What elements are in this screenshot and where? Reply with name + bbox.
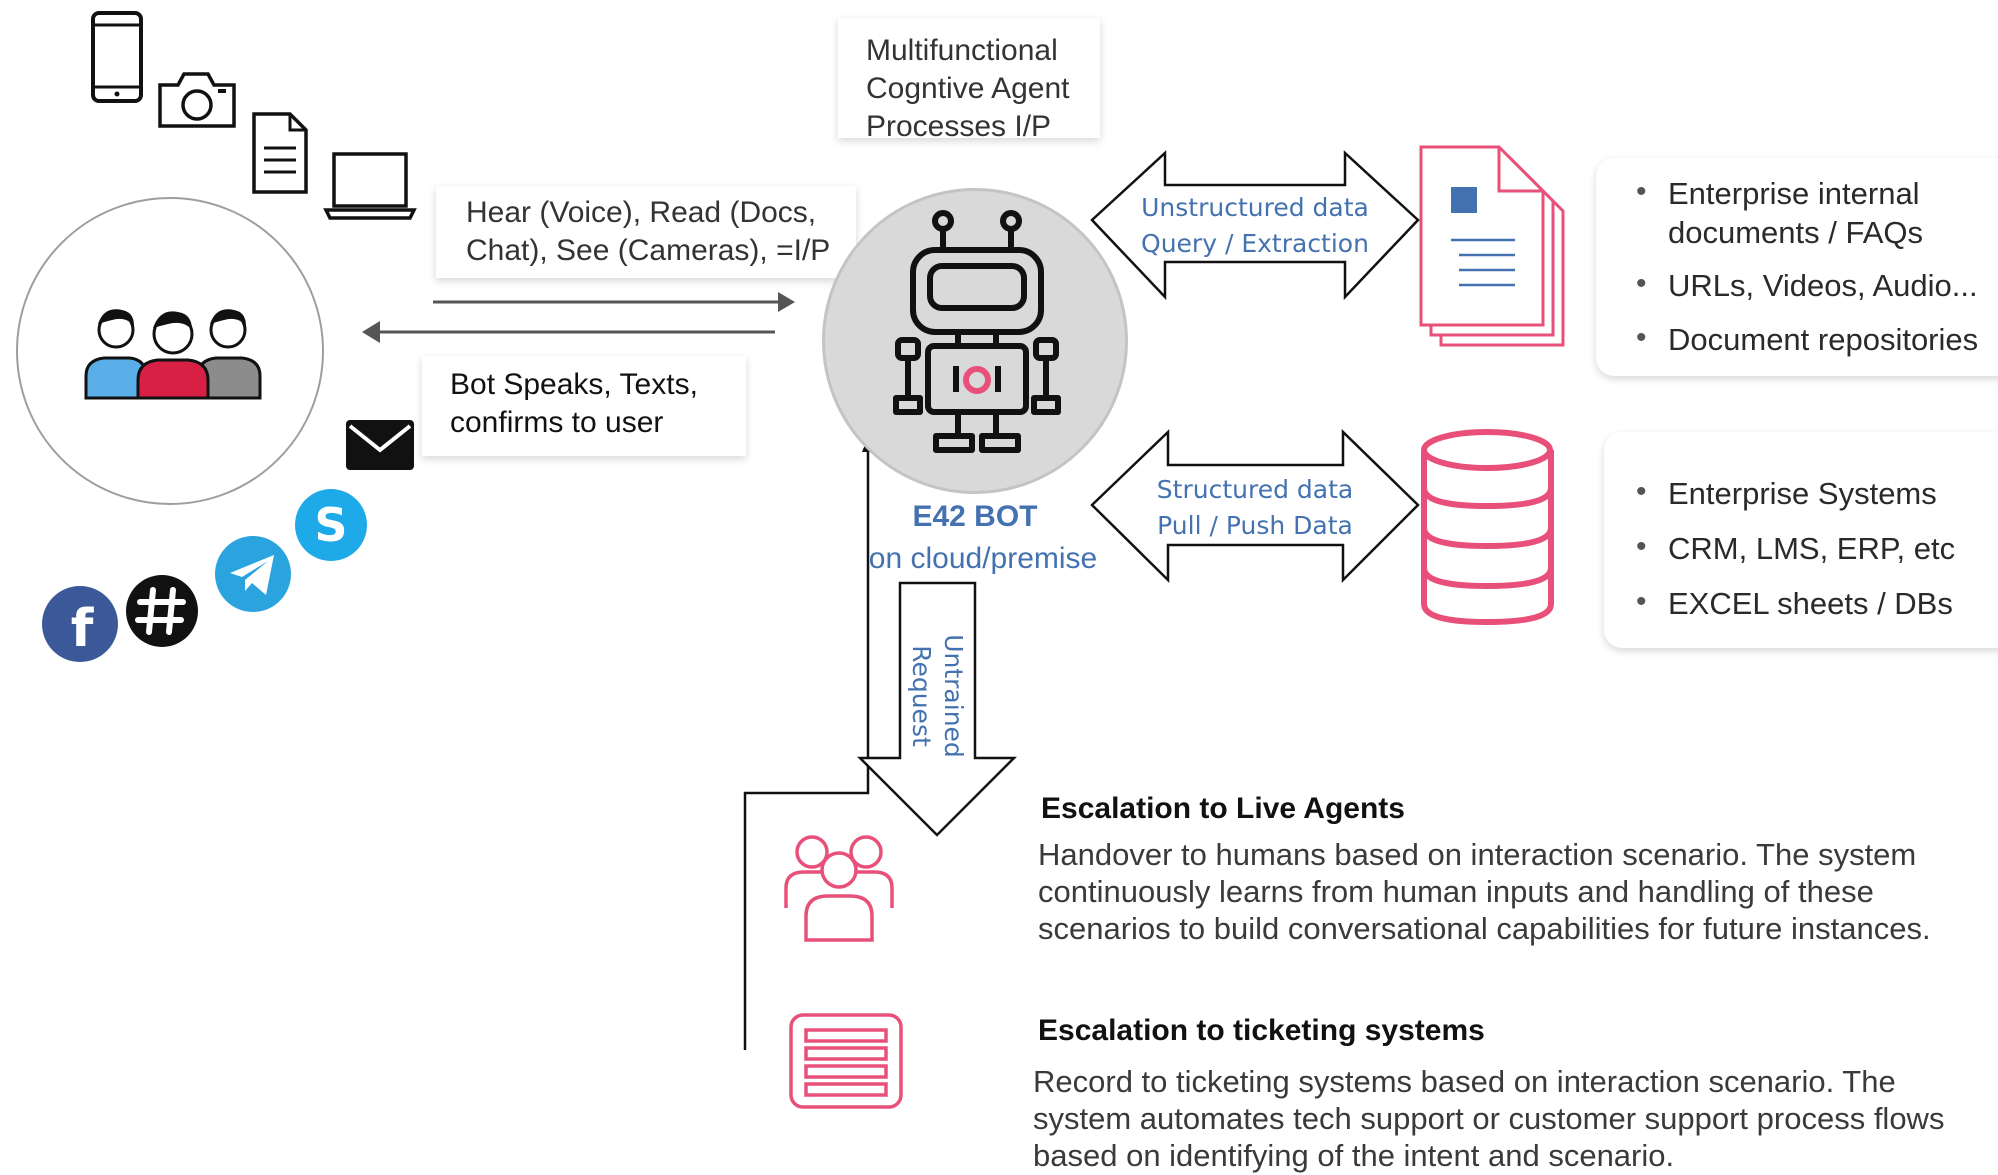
escalation-ticket-title: Escalation to ticketing systems [1038, 1014, 1485, 1047]
output-line-1: Bot Speaks, Texts, [450, 368, 698, 401]
systems-list: Enterprise Systems CRM, LMS, ERP, etc EX… [1636, 472, 1955, 638]
systems-item: CRM, LMS, ERP, etc [1636, 527, 1955, 568]
output-line-2: confirms to user [450, 406, 664, 439]
laptop-icon [323, 152, 417, 220]
documents-list: Enterprise internal documents / FAQs URL… [1636, 172, 1978, 374]
bot-name: E42 BOT [912, 500, 1038, 533]
slack-icon [126, 575, 198, 647]
structured-line-2: Pull / Push Data [1157, 511, 1353, 540]
input-line-1: Hear (Voice), Read (Docs, [466, 196, 817, 229]
unstructured-double-arrow [1090, 150, 1420, 301]
escalation-ticket-body: Record to ticketing systems based on int… [1033, 1064, 1945, 1173]
facebook-icon: f [42, 586, 118, 662]
telegram-icon [215, 536, 291, 612]
ticket-list-icon [789, 1013, 903, 1109]
systems-item: EXCEL sheets / DBs [1636, 582, 1955, 623]
escalation-live-body: Handover to humans based on interaction … [1038, 837, 1931, 946]
unstructured-arrow-label: Unstructured data Query / Extraction [1140, 190, 1370, 262]
camera-icon [158, 72, 236, 128]
svg-text:f: f [71, 599, 95, 659]
robot-icon [893, 210, 1061, 453]
input-line-2: Chat), See (Cameras), =I/P [466, 234, 831, 267]
agent-line-1: Multifunctional [866, 34, 1058, 67]
documents-card: Enterprise internal documents / FAQs URL… [1596, 158, 1998, 376]
systems-card: Enterprise Systems CRM, LMS, ERP, etc EX… [1604, 432, 1998, 648]
input-arrow [433, 292, 795, 312]
agent-description-card: Multifunctional Cogntive Agent Processes… [838, 18, 1100, 143]
document-icon [252, 112, 308, 194]
documents-item: Document repositories [1636, 318, 1978, 359]
agent-line-2: Cogntive Agent [866, 72, 1070, 105]
documents-item: URLs, Videos, Audio... [1636, 264, 1978, 305]
skype-icon: S [295, 489, 367, 561]
documents-item: Enterprise internal documents / FAQs [1636, 172, 1978, 252]
unstructured-line-2: Query / Extraction [1141, 229, 1369, 258]
unstructured-line-1: Unstructured data [1141, 193, 1369, 222]
untrained-arrow-label: Untrained Request [905, 609, 969, 783]
untrained-line-1: Untrained [939, 634, 968, 758]
database-icon [1421, 429, 1554, 626]
output-description-card: Bot Speaks, Texts, confirms to user [422, 356, 746, 456]
live-agents-icon [784, 835, 894, 942]
mobile-phone-icon [91, 11, 143, 103]
structured-line-1: Structured data [1156, 475, 1354, 504]
email-icon [346, 420, 414, 470]
systems-item: Enterprise Systems [1636, 472, 1955, 513]
untrained-down-arrow [856, 581, 1018, 837]
agent-line-3: Processes I/P [866, 110, 1052, 143]
structured-double-arrow [1090, 429, 1420, 584]
untrained-line-2: Request [907, 645, 936, 747]
structured-arrow-label: Structured data Pull / Push Data [1145, 472, 1365, 544]
documents-stack-icon [1419, 145, 1565, 347]
output-arrow [362, 321, 775, 343]
users-group-icon [84, 309, 262, 400]
escalation-live-title: Escalation to Live Agents [1041, 792, 1405, 825]
input-description-card: Hear (Voice), Read (Docs, Chat), See (Ca… [436, 186, 856, 278]
bot-hosting: on cloud/premise [868, 542, 1098, 575]
svg-text:S: S [314, 498, 347, 552]
